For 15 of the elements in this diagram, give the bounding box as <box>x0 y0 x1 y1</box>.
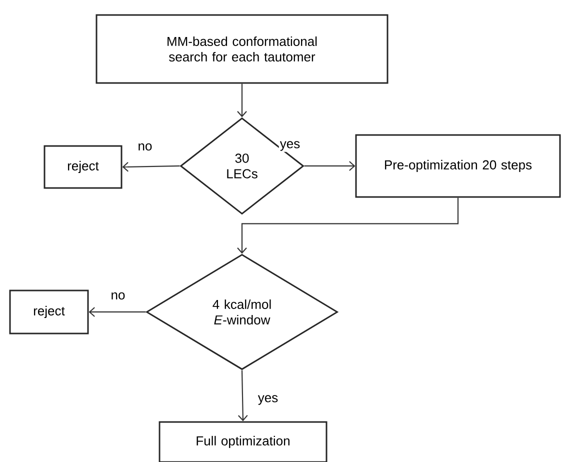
process-box: Pre-optimization 20 steps <box>355 134 561 198</box>
arrow <box>122 162 180 172</box>
edge-label: yes <box>256 394 280 406</box>
arrow <box>237 198 459 254</box>
process-box: reject <box>9 290 89 334</box>
process-box: Full optimization <box>158 421 328 462</box>
process-box: reject <box>44 145 122 189</box>
arrow <box>304 161 356 171</box>
edge-label: no <box>110 291 126 301</box>
edge-label: no <box>136 142 154 152</box>
arrow <box>88 307 146 317</box>
arrow <box>237 84 247 118</box>
process-box: MM-based conformational search for each tautomer <box>96 14 388 84</box>
edge-label: yes <box>278 140 302 152</box>
arrow <box>238 370 248 422</box>
